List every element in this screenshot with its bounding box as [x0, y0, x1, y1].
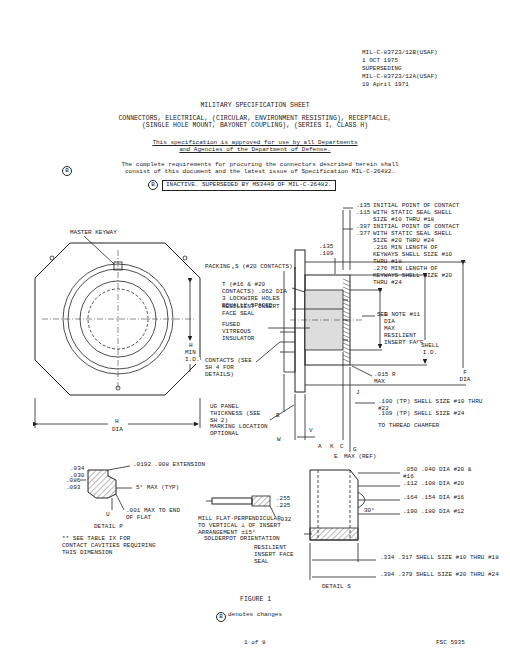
drawing-label: DETAIL P [94, 524, 123, 531]
drawing-label: J [356, 390, 360, 397]
drawing-label: INACTIVE. SUPERSEDED BY MS3449 OF MIL-C-… [162, 180, 336, 191]
drawing-label: MIN [184, 350, 197, 357]
drawing-label: 30° [364, 508, 375, 515]
drawing-label: H [188, 343, 194, 350]
drawing-label: DIA [384, 319, 395, 326]
change-mark: B [62, 166, 72, 176]
drawing-label: V [309, 428, 313, 435]
drawing-label: W [277, 437, 281, 444]
drawing-label: 1 OCT 1975 [362, 58, 398, 65]
drawing-label: RESILIENT INSERT FACE SEAL [254, 545, 304, 566]
drawing-label: .190 .180 DIA #12 [403, 509, 464, 516]
drawing-label: DETAIL S [322, 584, 351, 591]
drawing-label: The complete requirements for procuring … [110, 162, 410, 176]
drawing-label: DIA [112, 427, 123, 434]
drawing-label: .397 .377 [356, 224, 370, 238]
drawing-label: denotes changes [228, 612, 282, 619]
drawing-label: RESILIENT INSERT FACE SEAL [222, 304, 292, 318]
drawing-label: .086 .093 [66, 478, 80, 492]
drawing-label: .135 .115 [356, 203, 370, 217]
drawing-label: I.D. [184, 357, 200, 364]
drawing-label: 19 April 1971 [362, 82, 409, 89]
drawing-label: UG PANEL THICKNESS (SEE SH 2) [210, 404, 270, 425]
drawing-label: INITIAL POINT OF CONTACT WITH STATIC SEA… [373, 224, 465, 245]
drawing-label: .334 .317 SHELL SIZE #10 THRU #18 [380, 555, 500, 562]
drawing-label: .0192 .008 EXTENSION [133, 462, 205, 469]
change-mark: B [216, 612, 226, 622]
drawing-label: F DIA [458, 370, 472, 384]
drawing-label: ** SEE TABLE IX FOR CONTACT CAVITIES REQ… [62, 536, 157, 557]
drawing-label: MILL FLAT-PERPENDICULAR TO VERTICAL ⊥ OF… [198, 516, 290, 537]
drawing-label: K [330, 444, 334, 451]
drawing-label: MIL-C-83723/12A(USAF) [362, 74, 438, 81]
drawing-label: .276 MIN LENGTH OF KEYWAYS SHELL SIZE #2… [373, 266, 465, 287]
drawing-label: MIL-C-83723/12B(USAF) [362, 50, 438, 57]
drawing-label: .255 .225 [276, 496, 290, 510]
drawing-label: S (#20 CONTACTS) [234, 264, 294, 271]
drawing-label: C [340, 444, 344, 451]
drawing-label: CONNECTORS, ELECTRICAL, (CIRCULAR, ENVIR… [105, 115, 405, 130]
drawing-label: .135 .109 [319, 244, 333, 258]
drawing-label: .109 (TP) SHELL SIZE #24 [378, 411, 488, 418]
drawing-label: .015 R MAX [374, 372, 404, 386]
drawing-label: A [318, 444, 322, 451]
drawing-label: FUSED VITREOUS INSULATOR [222, 322, 267, 343]
drawing-label: .216 MIN LENGTH OF KEYWAYS SHELL SIZE #1… [373, 245, 465, 266]
drawing-label: MARKING LOCATION OPTIONAL [210, 424, 270, 438]
drawing-label: G [353, 447, 357, 454]
sheet-title: MILITARY SPECIFICATION SHEET [160, 102, 350, 109]
drawing-label: CONTACTS (SEE SH 4 FOR DETAILS) [205, 358, 257, 379]
drawing-label: MAX (REF) [344, 454, 376, 461]
drawing-label: MASTER KEYWAY [70, 230, 117, 237]
drawing-label: .394 .379 SHELL SIZE #20 THRU #24 [380, 572, 500, 579]
drawing-label: SOLDERPOT ORIENTATION [204, 536, 280, 543]
drawing-label: FSC 5935 [436, 640, 465, 647]
drawing-label: .112 .108 DIA #20 [403, 481, 464, 488]
change-mark: B [148, 180, 158, 190]
drawing-label: U [106, 512, 110, 519]
drawing-label: TO THREAD CHAMFER [378, 423, 439, 430]
drawing-label: SHELL I.D. [417, 343, 443, 357]
drawing-label: PACKING [205, 264, 230, 271]
drawing-label: .164 .154 DIA #16 [403, 495, 464, 502]
drawing-label: 1 of 8 [244, 640, 266, 647]
drawing-label: INITIAL POINT OF CONTACT WITH STATIC SEA… [373, 203, 465, 224]
drawing-label: H [115, 419, 119, 426]
drawing-label: SUPERSEDING [362, 66, 402, 73]
drawing-label: This specification is approved for use b… [150, 140, 360, 154]
drawing-label: FIGURE 1 [240, 596, 271, 603]
drawing-label: E [334, 454, 338, 461]
drawing-label: 5° MAX (TYP) [136, 485, 179, 492]
drawing-label: B [276, 413, 280, 420]
drawing-label: .001 MAX TO END OF FLAT [126, 508, 181, 522]
drawing-label: .032 [277, 517, 291, 524]
drawing-label: .050 .040 DIA #20 & #16 [403, 467, 483, 481]
drawing-label: SEE NOTE #11 [377, 312, 420, 319]
drawing-label: D [384, 312, 388, 319]
